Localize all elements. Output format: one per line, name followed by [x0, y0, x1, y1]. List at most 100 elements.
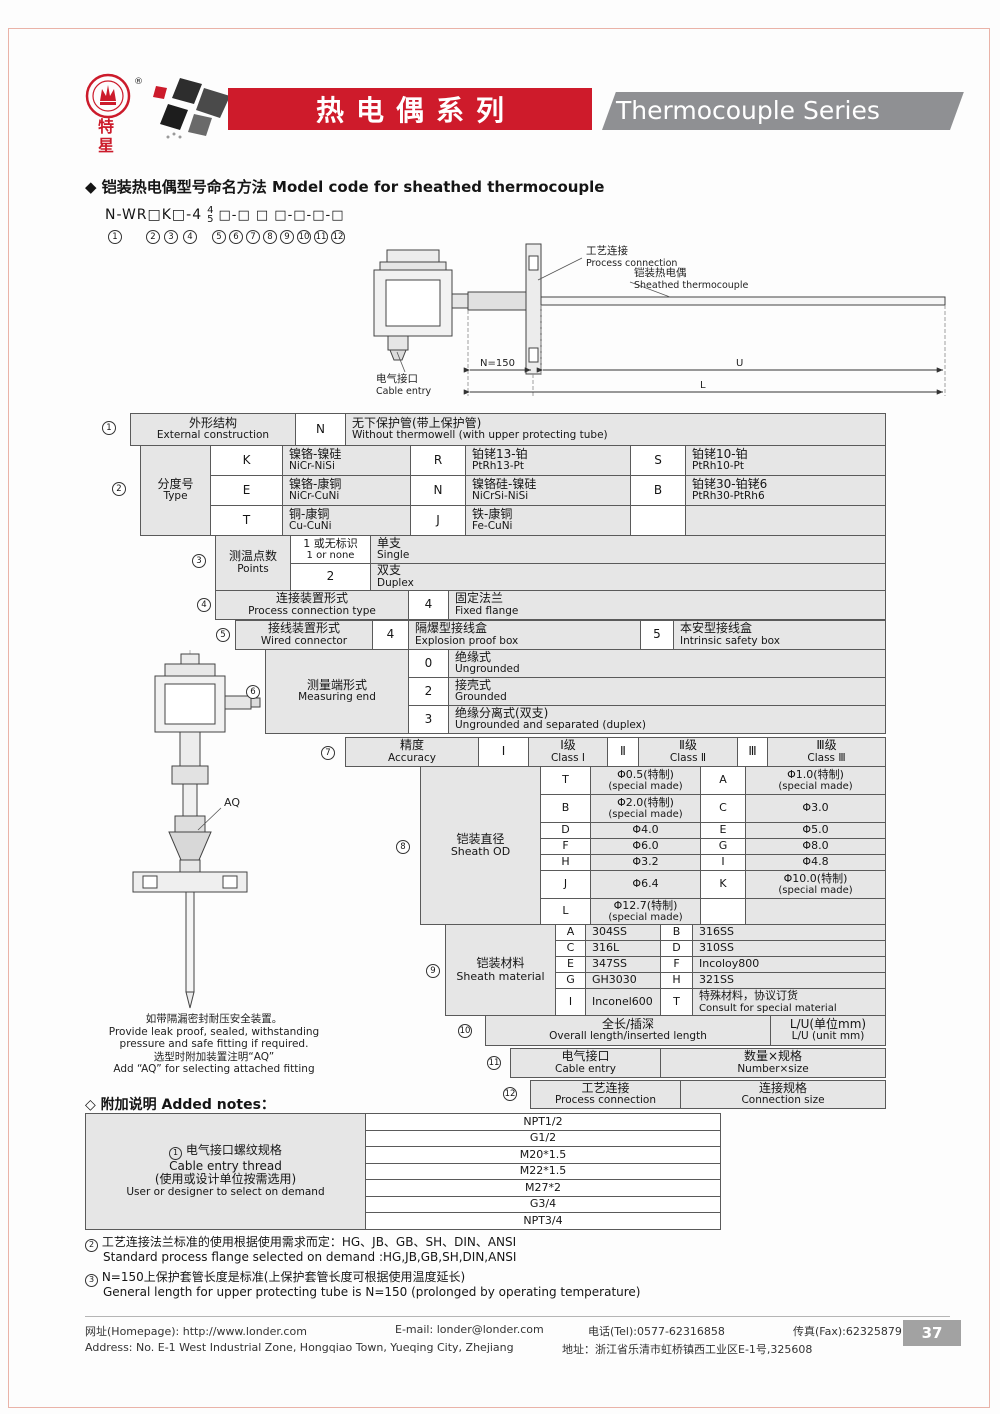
- thread-option: G3/4: [366, 1196, 721, 1213]
- model-code-stack: 4 5: [207, 206, 214, 225]
- cell-text: 316SS: [699, 925, 734, 939]
- model-code: N-WR□K□-4 4 5 □-□ □ □-□-□-□: [105, 206, 345, 225]
- cell-text-en: NiCr-NiSi: [289, 460, 335, 473]
- t9-code: H: [661, 973, 693, 989]
- t8-code: [701, 899, 746, 925]
- cell-text: Ⅲ: [748, 744, 757, 759]
- brand-logo-icon: ®: [85, 73, 143, 119]
- cell-text-cn: 双支: [377, 564, 402, 578]
- cell-text: GH3030: [592, 973, 637, 987]
- cell-text-cn: 连接装置形式: [275, 591, 348, 606]
- cell-text: 4: [424, 597, 433, 612]
- position-circle-2: 2: [146, 230, 160, 244]
- cell-text: H: [561, 855, 570, 869]
- label-sheathed-cn: 铠装热电偶: [634, 266, 687, 279]
- dim-n: N=150: [480, 358, 515, 369]
- footer-fax: 传真(Fax):62325879: [793, 1325, 902, 1338]
- t9-value: GH3030: [586, 973, 661, 989]
- cell-text: 304SS: [592, 925, 627, 939]
- t9-code: E: [556, 957, 586, 973]
- title-cn: 热电偶系列: [315, 94, 516, 127]
- cell-text: NPT3/4: [523, 1213, 563, 1227]
- cell-text-en: Without thermowell (with upper protectin…: [352, 429, 608, 442]
- cell-text-cn: 精度: [399, 738, 424, 753]
- cell-text-en: Sheath OD: [450, 845, 511, 859]
- cell-text-en: PtRh30-PtRh6: [692, 490, 765, 503]
- cell-text: M27*2: [525, 1180, 561, 1194]
- position-circle-9: 9: [280, 230, 294, 244]
- cell-text-en: (special made): [608, 912, 683, 924]
- table4-circle: 4: [197, 598, 211, 612]
- cell-text-cn: Φ4.0: [632, 823, 659, 837]
- footer-address-cn: 地址：浙江省乐清市虹桥镇西工业区E-1号,325608: [562, 1343, 813, 1356]
- t8-value: Φ4.0: [591, 823, 701, 839]
- note-line: 选型时附加装置注明“AQ”: [153, 1050, 275, 1063]
- cell-text-cn: Φ12.7(特制): [613, 899, 678, 912]
- cell-text: C: [719, 801, 727, 815]
- note-line: Provide leak proof, sealed, withstanding: [108, 1025, 320, 1038]
- mosaic-decoration-icon: [153, 78, 230, 139]
- cell-text: 2: [424, 683, 433, 698]
- added-notes-title: ◇ 附加说明 Added notes：: [85, 1094, 275, 1114]
- cell-text-cn: 隔爆型接线盒: [415, 621, 488, 636]
- cell-text-en: External construction: [156, 429, 270, 442]
- cell-text-cn: Ⅰ级: [560, 738, 576, 753]
- t5-code2: 5: [641, 621, 674, 650]
- t2-code: B: [631, 476, 686, 506]
- note3-cn: 3 N=150上保护套管长度是标准(上保护套管长度可根据使用温度延长): [85, 1268, 465, 1287]
- dim-l: L: [700, 380, 706, 391]
- cell-text: 0: [424, 655, 433, 670]
- cell-text-en: Intrinsic safety box: [680, 634, 780, 647]
- note-line: pressure and safe fitting if required.: [119, 1038, 309, 1050]
- cell-text-cn: 2: [326, 569, 335, 584]
- note2-cn-text: 工艺连接法兰标准的使用根据使用需求而定：HG、JB、GB、SH、DIN、ANSI: [101, 1235, 517, 1249]
- t1-desc: 无下保护管(带上保护管)Without thermowell (with upp…: [346, 414, 886, 446]
- t9-value: Incoloy800: [693, 957, 886, 973]
- cell-text-en: Cu-CuNi: [289, 520, 332, 533]
- cell-text-cn: Φ5.0: [802, 823, 829, 837]
- label-sheathed-en: Sheathed thermocouple: [634, 280, 748, 291]
- dim-u: U: [736, 358, 743, 369]
- cell-text-cn: Φ0.5(特制): [617, 767, 674, 781]
- t8-value: [746, 899, 886, 925]
- cell-text-cn: Φ6.0: [632, 839, 659, 853]
- stack-bottom: 5: [207, 214, 214, 225]
- note3-cn-text: N=150上保护套管长度是标准(上保护套管长度可根据使用温度延长): [101, 1270, 466, 1284]
- attached-fitting-note: 如带隔漏密封耐压安全装置。 Provide leak proof, sealed…: [88, 1013, 340, 1076]
- cell-text-cn: 接壳式: [455, 678, 492, 692]
- cell-text-en: (special made): [608, 781, 683, 793]
- cell-text-cn: 特殊材料，协议订货: [699, 989, 798, 1003]
- cell-text: Ⅰ: [501, 744, 506, 759]
- cell-text-cn: Φ8.0: [802, 839, 829, 853]
- model-code-boxes: □-□ □ □-□-□-□: [218, 207, 345, 223]
- cell-text: K: [719, 877, 727, 891]
- cell-text: N: [316, 421, 325, 436]
- cell-text-cn: 绝缘分离式(双支): [455, 706, 549, 720]
- cell-text: M20*1.5: [519, 1147, 567, 1161]
- position-circle-6: 6: [229, 230, 243, 244]
- notes-title-en: Added notes：: [161, 1097, 275, 1113]
- cell-text: C: [566, 941, 575, 955]
- t8-code: T: [541, 767, 591, 795]
- note-line: Add “AQ” for selecting attached fitting: [113, 1063, 315, 1075]
- t8-value: Φ2.0(特制)(special made): [591, 795, 701, 823]
- cell-text: D: [561, 823, 570, 837]
- cell-text-cn: L/U(单位mm): [789, 1016, 867, 1031]
- registered-mark: ®: [134, 77, 143, 87]
- position-circle-10: 10: [297, 230, 311, 244]
- cell-text-en: (special made): [608, 809, 683, 821]
- cell-text-cn: 本安型接线盒: [680, 621, 753, 636]
- footer-email: E-mail: londer@londer.com: [395, 1323, 544, 1336]
- cell-text-en: Process connection: [554, 1094, 657, 1107]
